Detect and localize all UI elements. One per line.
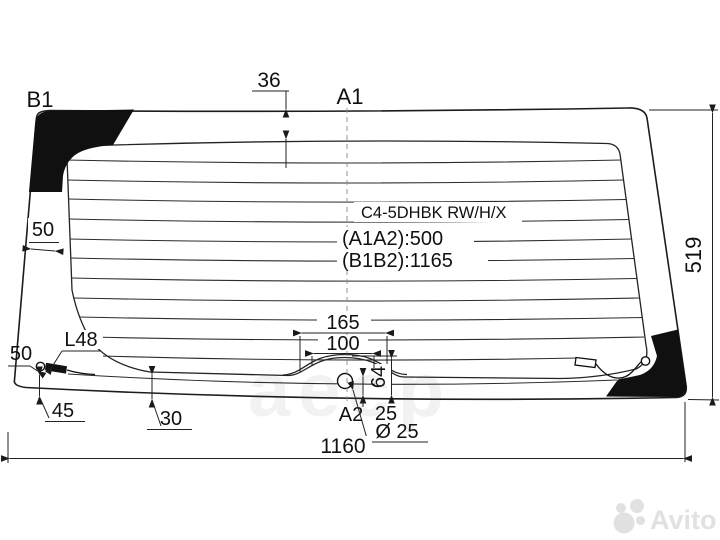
dim-bump-top-width-value: 100 — [326, 333, 359, 355]
dim-corner-band-value: 50 — [10, 343, 32, 365]
connector-callout: L48 — [45, 329, 103, 375]
dim-hole-diameter: Ø 25 — [347, 380, 428, 443]
title-block: C4-5DHBK RW/H/X (A1A2):500 (B1B2):1165 — [337, 202, 522, 272]
avito-logo-dot-small — [616, 503, 626, 513]
dim-a1a2-text: (A1A2):500 — [342, 228, 443, 250]
dim-hole-to-edge: A2 25 — [339, 368, 397, 426]
avito-logo-dot-medium — [630, 499, 644, 513]
dim-bottom-band-value: 30 — [160, 408, 182, 430]
ceramic-corner-top-left — [29, 109, 134, 192]
dim-bottom-band: 30 — [147, 366, 192, 430]
dim-corner-band: 50 — [8, 343, 47, 379]
dim-connector-offset: 45 — [36, 366, 85, 422]
avito-watermark: Avito — [613, 499, 717, 535]
dim-left-band-value: 50 — [32, 219, 54, 241]
dim-bottom-width: 1160 — [1, 402, 692, 463]
dim-bump-height: 64 — [352, 350, 397, 404]
ceramic-band-inner-edge — [66, 140, 648, 380]
dim-top-band: 36 — [252, 69, 290, 168]
left-connector-ring — [35, 361, 46, 372]
dim-height: 519 — [649, 104, 720, 406]
dim-connector-offset-value: 45 — [52, 400, 74, 422]
right-connector-ring — [640, 356, 651, 366]
dim-left-band: 50 — [22, 218, 64, 256]
dim-top-band-value: 36 — [257, 69, 280, 92]
dim-bump-width: 165 — [293, 312, 394, 374]
dim-hole-to-edge-value: 25 — [375, 403, 397, 425]
connector-label: L48 — [64, 329, 97, 351]
right-connector-terminal — [574, 356, 597, 369]
center-watermark-text: аеср — [248, 348, 452, 433]
avito-logo-dot-tiny — [636, 516, 645, 525]
right-connector-wire — [595, 361, 642, 379]
part-code: C4-5DHBK RW/H/X — [361, 204, 506, 222]
dim-bump-height-value: 64 — [368, 366, 390, 388]
avito-logo-dot-large — [613, 512, 635, 534]
avito-watermark-text: Avito — [650, 505, 717, 535]
dim-bottom-width-value: 1160 — [320, 435, 365, 458]
right-connector — [574, 356, 651, 379]
point-a2-label: A2 — [339, 404, 363, 426]
left-connector — [35, 361, 96, 376]
dim-bump-width-value: 165 — [326, 312, 359, 334]
ceramic-corner-bottom-right — [606, 329, 687, 397]
point-a1-label: A1 — [337, 84, 364, 109]
dim-hole-diameter-value: Ø 25 — [375, 421, 418, 443]
point-b1-label: B1 — [27, 87, 54, 112]
left-connector-terminal — [45, 362, 67, 374]
dim-height-value: 519 — [681, 237, 706, 274]
dim-bump-top-width: 100 — [305, 333, 381, 368]
dim-b1b2-text: (B1B2):1165 — [342, 250, 453, 272]
